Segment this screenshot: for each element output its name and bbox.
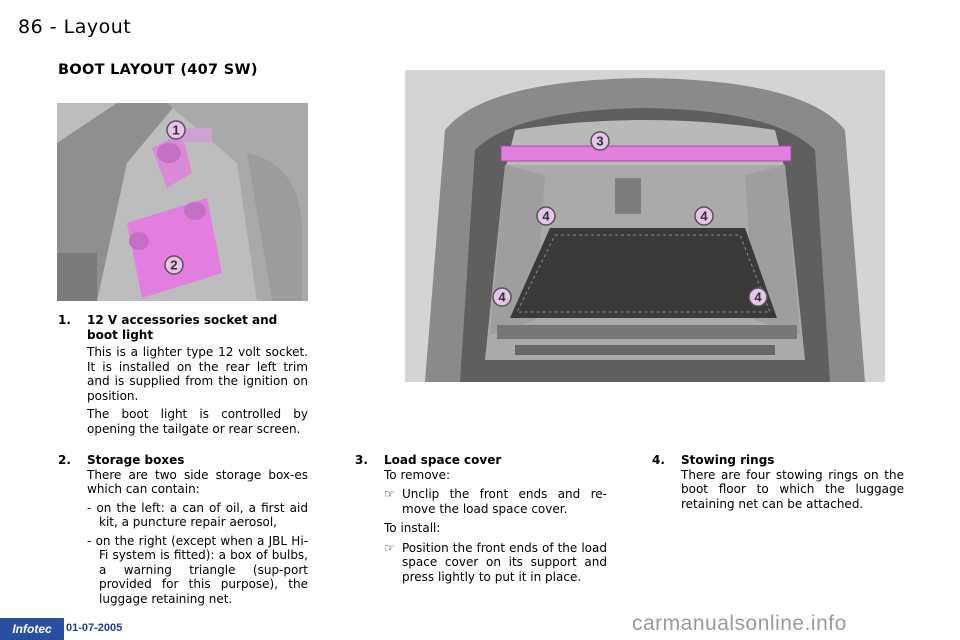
item-3-number: 3. — [355, 453, 368, 467]
boot-illustration — [405, 70, 885, 382]
item-2-sub-left: - on the left: a can of oil, a first aid… — [87, 500, 308, 530]
item-3-install-step-text: Position the front ends of the load spac… — [402, 540, 607, 584]
callout-2: 2 — [164, 255, 184, 275]
item-1-heading: 1. 12 V accessories socket and boot ligh… — [58, 313, 308, 342]
callout-1-label: 1 — [172, 123, 179, 138]
callout-4-rear-right: 4 — [748, 287, 768, 307]
item-1-paragraph-2: The boot light is controlled by opening … — [87, 407, 308, 436]
pointing-hand-icon: ☞ — [384, 487, 395, 501]
item-2-intro: There are two side storage box-es which … — [87, 467, 308, 497]
callout-4-label: 4 — [754, 290, 762, 305]
item-2-body: There are two side storage box-es which … — [58, 468, 308, 607]
callout-3-label: 3 — [596, 134, 603, 149]
footer-date: 01-07-2005 — [66, 622, 123, 634]
item-2: 2. Storage boxes There are two side stor… — [58, 453, 308, 606]
item-2-heading: 2. Storage boxes — [58, 453, 308, 468]
callout-4-front-left: 4 — [536, 206, 556, 226]
item-4-body: There are four stowing rings on the boot… — [652, 468, 904, 512]
item-3-title: Load space cover — [384, 453, 502, 467]
item-3-body: To remove: ☞ Unclip the front ends and r… — [355, 468, 607, 585]
item-3: 3. Load space cover To remove: ☞ Unclip … — [355, 453, 607, 584]
item-4-number: 4. — [652, 453, 665, 467]
callout-4-label: 4 — [542, 209, 550, 224]
item-1-paragraph-1: This is a lighter type 12 volt socket. I… — [87, 345, 308, 403]
item-1-title-line2: boot light — [87, 327, 154, 342]
item-3-install-label: To install: — [384, 521, 441, 535]
callout-2-label: 2 — [170, 258, 177, 273]
item-2-number: 2. — [58, 453, 71, 467]
pointing-hand-icon: ☞ — [384, 540, 395, 555]
site-watermark: carmanualsonline.info — [632, 612, 847, 635]
callout-4-front-right: 4 — [694, 206, 714, 226]
item-1: 1. 12 V accessories socket and boot ligh… — [58, 313, 308, 440]
callout-3: 3 — [590, 131, 610, 151]
infotec-logo: Infotec — [0, 618, 64, 640]
item-3-remove-step-text: Unclip the front ends and re-move the lo… — [402, 487, 607, 516]
callout-4-label: 4 — [498, 290, 506, 305]
item-3-install-step: ☞ Position the front ends of the load sp… — [384, 541, 607, 585]
boot-photo: 3 4 4 4 4 — [405, 70, 885, 382]
item-3-remove-label: To remove: — [384, 467, 451, 482]
item-4-heading: 4. Stowing rings — [652, 453, 904, 468]
callout-4-label: 4 — [700, 209, 708, 224]
item-3-heading: 3. Load space cover — [355, 453, 607, 468]
item-3-remove-step: ☞ Unclip the front ends and re-move the … — [384, 487, 607, 516]
page-title: 86 - Layout — [18, 16, 132, 38]
side-trim-photo: 1 2 — [57, 103, 308, 301]
item-1-body: This is a lighter type 12 volt socket. I… — [58, 345, 308, 436]
item-4-title: Stowing rings — [681, 453, 775, 467]
item-2-sub-right: - on the right (except when a JBL Hi-Fi … — [87, 533, 308, 606]
item-2-title: Storage boxes — [87, 453, 185, 467]
item-4-paragraph: There are four stowing rings on the boot… — [681, 467, 904, 511]
item-1-title-line1: 12 V accessories socket and — [87, 313, 278, 327]
item-1-number: 1. — [58, 313, 71, 327]
item-1-title-wrap: 12 V accessories socket and boot light — [87, 313, 277, 342]
callout-1: 1 — [166, 120, 186, 140]
section-title: BOOT LAYOUT (407 SW) — [58, 62, 258, 78]
callout-4-rear-left: 4 — [492, 287, 512, 307]
item-4: 4. Stowing rings There are four stowing … — [652, 453, 904, 515]
